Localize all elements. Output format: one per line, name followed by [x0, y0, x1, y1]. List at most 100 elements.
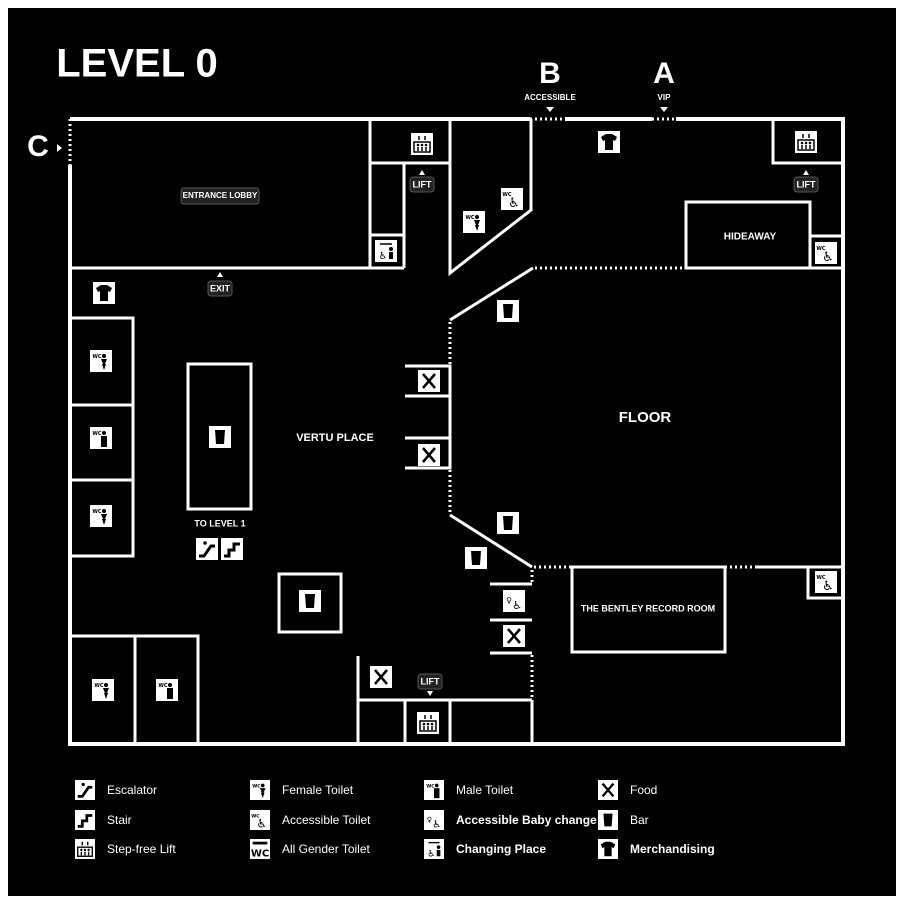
food-icon — [370, 666, 392, 688]
female-toilet-icon: WC — [92, 679, 114, 701]
svg-text:♿: ♿ — [379, 251, 388, 262]
sign-lift: LIFT — [417, 673, 443, 696]
male-toilet-icon: WC — [90, 427, 112, 449]
baby-change-icon: ♀♿ — [503, 590, 525, 612]
female-toilet-icon: WC — [90, 505, 112, 527]
svg-text:WC: WC — [92, 509, 102, 515]
legend-item-merch: Merchandising — [598, 839, 715, 859]
legend-label: Female Toilet — [282, 783, 354, 797]
svg-text:WC: WC — [92, 431, 102, 437]
svg-text:♿: ♿ — [512, 599, 522, 612]
legend-label: Food — [630, 783, 657, 797]
svg-text:WC: WC — [158, 683, 168, 689]
label-bentley-record-room: THE BENTLEY RECORD ROOM — [581, 603, 715, 613]
svg-text:♿: ♿ — [257, 816, 268, 830]
entrance-b[interactable]: B ACCESSIBLE — [524, 57, 576, 112]
entrance-a-label: VIP — [658, 93, 672, 102]
map-background — [8, 8, 896, 896]
svg-text:♿: ♿ — [432, 819, 441, 830]
entrance-c-letter: C — [27, 130, 49, 163]
svg-text:WC: WC — [465, 215, 475, 221]
escalator-icon — [75, 780, 95, 800]
svg-text:WC: WC — [92, 354, 102, 360]
bar-icon — [209, 426, 231, 448]
label-to-level-1: TO LEVEL 1 — [194, 518, 245, 528]
svg-text:♿: ♿ — [508, 196, 520, 211]
svg-text:WC: WC — [251, 813, 260, 819]
legend-label: Accessible Baby change — [456, 813, 597, 827]
svg-text:ENTRANCE LOBBY: ENTRANCE LOBBY — [183, 191, 258, 200]
accessible-toilet-icon: WC♿ — [501, 188, 523, 211]
legend-item-changing-place: ♿ Changing Place — [424, 839, 546, 859]
bar-icon — [497, 300, 519, 322]
arrow-right-icon — [57, 144, 62, 152]
legend-label: Changing Place — [456, 842, 546, 856]
bar-icon — [465, 547, 487, 569]
accessible-toilet-icon: WC♿ — [250, 810, 270, 830]
legend-label: Bar — [630, 813, 649, 827]
food-icon — [598, 780, 618, 800]
stair-icon — [221, 538, 243, 560]
lift-icon — [411, 133, 433, 155]
male-toilet-icon: WC — [424, 780, 444, 800]
svg-text:WC: WC — [816, 246, 826, 252]
sign-lift: LIFT — [793, 170, 819, 193]
svg-text:♿: ♿ — [822, 250, 834, 265]
food-icon — [503, 625, 525, 647]
lift-icon — [417, 712, 439, 734]
svg-text:♀: ♀ — [506, 596, 512, 605]
legend-label: Step-free Lift — [107, 842, 176, 856]
sign-exit: EXIT — [207, 272, 233, 297]
entrance-b-letter: B — [539, 57, 561, 90]
bar-icon — [299, 590, 321, 612]
svg-text:♿: ♿ — [427, 849, 435, 859]
female-toilet-icon: WC — [250, 780, 270, 800]
accessible-toilet-icon: WC♿ — [815, 242, 837, 265]
legend-item-food: Food — [598, 780, 657, 800]
male-toilet-icon: WC — [156, 679, 178, 701]
sign-lift: LIFT — [409, 170, 435, 193]
svg-text:WC: WC — [251, 848, 269, 859]
label-floor: FLOOR — [619, 409, 672, 426]
legend-label: Male Toilet — [456, 783, 514, 797]
merch-icon — [93, 282, 115, 304]
arrow-down-icon — [546, 107, 554, 112]
entrance-a[interactable]: A VIP — [653, 57, 675, 112]
svg-text:♀: ♀ — [427, 815, 432, 824]
food-icon — [418, 444, 440, 466]
legend-item-baby-change: ♀♿ Accessible Baby change — [424, 810, 597, 830]
bar-icon — [497, 512, 519, 534]
svg-text:WC: WC — [94, 683, 104, 689]
entrance-c[interactable]: C — [27, 130, 62, 163]
walls — [68, 117, 845, 746]
baby-change-icon: ♀♿ — [424, 810, 444, 830]
entrance-b-label: ACCESSIBLE — [524, 93, 576, 102]
svg-text:WC: WC — [252, 783, 261, 789]
legend-item-male-toilet: WC Male Toilet — [424, 780, 514, 800]
changing-place-icon: ♿ — [424, 839, 444, 859]
legend-item-bar: Bar — [598, 810, 649, 830]
svg-text:LIFT: LIFT — [797, 179, 816, 189]
legend-item-stair: Stair — [75, 810, 132, 830]
legend-label: Accessible Toilet — [282, 813, 371, 827]
lift-icon — [75, 839, 95, 859]
svg-text:WC: WC — [816, 575, 826, 581]
legend-label: Merchandising — [630, 842, 715, 856]
female-toilet-icon: WC — [90, 350, 112, 372]
all-gender-toilet-icon: WC — [250, 839, 270, 859]
legend-label: All Gender Toilet — [282, 842, 370, 856]
female-toilet-icon: WC — [463, 211, 485, 233]
arrow-down-icon — [660, 107, 668, 112]
escalator-icon — [196, 538, 218, 560]
entrance-a-letter: A — [653, 57, 675, 90]
label-entrance-lobby: ENTRANCE LOBBY — [180, 187, 260, 205]
svg-text:LIFT: LIFT — [413, 179, 432, 189]
legend-item-escalator: Escalator — [75, 780, 157, 800]
svg-text:LIFT: LIFT — [421, 676, 440, 686]
bar-icon — [598, 810, 618, 830]
stair-icon — [75, 810, 95, 830]
legend-item-female-toilet: WC Female Toilet — [250, 780, 354, 800]
accessible-toilet-icon: WC♿ — [815, 571, 837, 594]
